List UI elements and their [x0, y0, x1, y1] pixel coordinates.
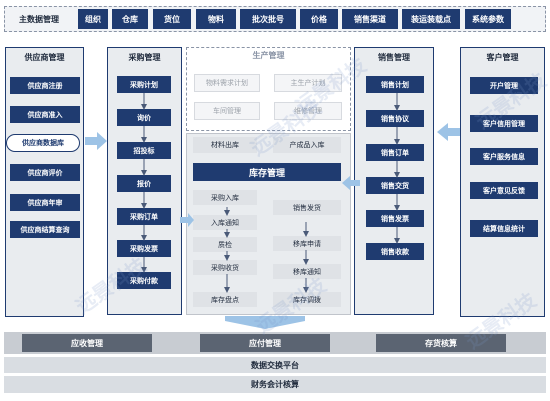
supplier-item: 供应商评价: [10, 164, 80, 181]
arrow-inventory-down: [225, 316, 305, 329]
purchase-item: 询价: [117, 109, 171, 126]
master-data-item: 物料: [196, 9, 236, 29]
inventory-left-item: 库存盘点: [193, 292, 257, 307]
master-data-item: 销售渠道: [342, 9, 398, 29]
inventory-left-item: 入库通知: [193, 215, 257, 230]
master-data-item: 批次批号: [240, 9, 296, 29]
production-item-workshop: 车间管理: [194, 102, 260, 120]
production-title: 生产管理: [252, 50, 285, 60]
inventory-left-item: 质检: [193, 237, 257, 252]
master-data-title: 主数据管理: [19, 14, 59, 24]
sales-title: 销售管理: [378, 52, 410, 62]
master-data-item: 组织: [78, 9, 108, 29]
customer-item: 客户信用管理: [470, 115, 538, 132]
payable-box: 应付管理: [200, 334, 330, 352]
master-data-item: 货位: [153, 9, 191, 29]
arrow-supplier-to-purchase: [85, 132, 107, 150]
inventory-right-item: 移库通知: [273, 264, 341, 279]
sales-item: 销售计划: [366, 76, 424, 93]
receivable-box: 应收管理: [22, 334, 152, 352]
purchase-item: 招投标: [117, 142, 171, 159]
purchase-item: 采购计划: [117, 76, 171, 93]
customer-item: 开户管理: [470, 77, 538, 94]
supplier-item: 供应商准入: [10, 106, 80, 123]
data-exchange-band: 数据交换平台: [4, 357, 546, 373]
master-data-item: 仓库: [112, 9, 148, 29]
production-item-maintenance: 维修管理: [274, 102, 342, 120]
sales-item: 销售交货: [366, 177, 424, 194]
purchase-item: 报价: [117, 175, 171, 192]
master-data-item: 系统参数: [465, 9, 511, 29]
supplier-title: 供应商管理: [24, 52, 65, 62]
purchase-item: 采购订单: [117, 208, 171, 225]
inventory-item-material-out: 材料出库: [193, 137, 257, 153]
production-item-mrp: 物料需求计划: [194, 74, 260, 92]
sales-item: 销售订单: [366, 144, 424, 161]
purchase-item: 采购付款: [117, 272, 171, 289]
customer-item: 客户服务信息: [470, 148, 538, 165]
inventory-right-item: 库存调拨: [273, 292, 341, 307]
sales-item: 销售协议: [366, 110, 424, 127]
inventory-left-item: 采购入库: [193, 190, 257, 205]
inventory-right-item: 移库申请: [273, 236, 341, 251]
purchase-title: 采购管理: [128, 52, 161, 62]
customer-title: 客户管理: [486, 52, 519, 62]
production-item-mps: 主生产计划: [274, 74, 342, 92]
inventory-accounting-box: 存货核算: [376, 334, 506, 352]
master-data-item: 装运装载点: [402, 9, 460, 29]
supplier-item: 供应商数据库: [6, 134, 80, 152]
supplier-item: 供应商年审: [10, 194, 80, 211]
sales-item: 销售发票: [366, 210, 424, 227]
purchase-item: 采购发票: [117, 240, 171, 257]
arrow-customer-to-sales: [437, 123, 460, 141]
inventory-left-item: 采购收货: [193, 260, 257, 275]
inventory-item-product-in: 产成品入库: [273, 137, 341, 153]
inventory-title: 库存管理: [193, 163, 341, 181]
supplier-item: 供应商结算查询: [10, 221, 80, 238]
master-data-item: 价格: [300, 9, 338, 29]
customer-item: 结算信息统计: [470, 220, 538, 237]
inventory-right-item: 销售发货: [273, 200, 341, 215]
supplier-item: 供应商注册: [10, 77, 80, 94]
customer-item: 客户意见反馈: [470, 182, 538, 199]
finance-band: 财务会计核算: [4, 376, 546, 393]
sales-item: 销售收款: [366, 243, 424, 260]
